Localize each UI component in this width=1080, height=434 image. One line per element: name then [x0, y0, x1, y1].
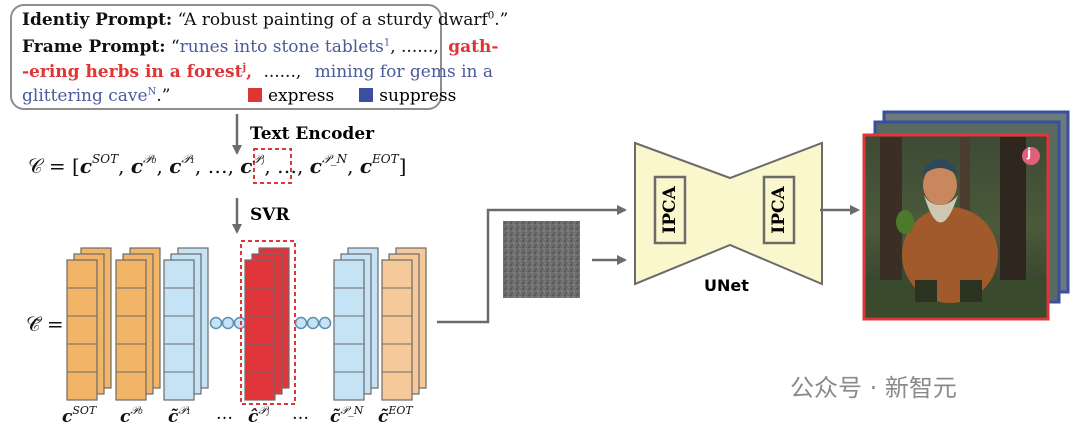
frame-badge-label: j — [1027, 146, 1032, 160]
c-tilde-lhs: 𝒞̃ = — [26, 312, 64, 336]
frame-sep-2: ......, — [263, 62, 302, 82]
label-p0: c𝒫₀ — [120, 404, 143, 427]
stack-p1 — [163, 247, 209, 401]
output-frames — [862, 110, 1070, 321]
frame-sep-1: , ......, — [390, 37, 439, 57]
frame-sup-1: 1 — [383, 37, 391, 49]
frame-end: .” — [156, 86, 171, 106]
suppress-swatch — [359, 88, 374, 102]
express-swatch — [248, 88, 262, 102]
token-p0-sup: 𝒫₀ — [143, 152, 157, 166]
label-p1: c̃𝒫₁ — [168, 404, 191, 427]
label-pn: c̃𝒫_N — [330, 404, 364, 427]
label-pj-sup: 𝒫ⱼ — [258, 404, 270, 417]
label-sot: cSOT — [62, 404, 97, 427]
token-sot-sup: SOT — [92, 152, 119, 166]
dwarf-beard — [924, 195, 958, 223]
frame-quote-open: “ — [170, 37, 180, 57]
frame-part-3: glittering cave — [22, 86, 148, 106]
suppress-label: suppress — [379, 86, 457, 106]
svr-label: SVR — [250, 205, 290, 225]
identity-label: Identiy Prompt: — [22, 10, 173, 30]
frame-sup-N: N — [147, 86, 157, 98]
frame-prompt-line-1: Frame Prompt: “runes into stone tablets1… — [22, 37, 498, 57]
watermark: 公众号 · 新智元 — [790, 374, 957, 402]
dwarf-body — [902, 207, 998, 303]
text-encoder-label: Text Encoder — [250, 124, 375, 144]
frame-prompt-line-2: -ering herbs in a forestj, ......, minin… — [22, 62, 493, 82]
label-pj: ĉ𝒫ⱼ — [248, 404, 270, 427]
ipca-left-label: IPCA — [660, 186, 680, 234]
noise-latent — [503, 221, 580, 298]
stack-eot — [381, 247, 427, 401]
token-pn-sup: 𝒫_N — [321, 152, 348, 166]
ipca-right-label: IPCA — [769, 186, 789, 234]
prompt-box — [10, 4, 442, 110]
dots-2: … — [277, 154, 298, 178]
unet-label: UNet — [704, 276, 749, 295]
label-dots-1: … — [216, 404, 233, 424]
dots-1: … — [207, 154, 228, 178]
stack-sot — [66, 247, 112, 401]
token-pj-sup: 𝒫ⱼ — [252, 152, 265, 166]
label-p0-sup: 𝒫₀ — [130, 404, 143, 417]
express-label: express — [268, 86, 335, 106]
ellipsis-dots-right — [294, 316, 332, 330]
identity-text: “A robust painting of a sturdy dwarf — [177, 10, 488, 30]
ipca-left-box — [653, 175, 687, 245]
token-p1-sup: 𝒫₁ — [181, 152, 195, 166]
embedding-equation: 𝒞 = [cSOT, c𝒫₀, c𝒫₁, …, c𝒫ⱼ, …, c𝒫_N, cE… — [28, 152, 407, 178]
frame-red-2: -ering herbs in a forest — [22, 62, 243, 82]
dwarf-face — [923, 165, 957, 205]
frame-prompt-line-3: glittering caveN.” — [22, 86, 170, 106]
legend: express suppress — [248, 86, 456, 106]
c-lhs: 𝒞 = [ — [28, 154, 80, 178]
identity-prompt-line: Identiy Prompt: “A robust painting of a … — [22, 10, 508, 30]
label-pn-sup: 𝒫_N — [340, 404, 364, 417]
frame-label: Frame Prompt: — [22, 37, 166, 57]
ipca-right-box — [762, 175, 796, 245]
label-dots-2: … — [292, 404, 309, 424]
frame-red-1: gath- — [448, 37, 499, 57]
identity-sup: 0 — [487, 10, 495, 22]
embedding-to-unet-arrow — [437, 205, 627, 324]
stack-pn — [333, 247, 379, 401]
stack-pj — [240, 240, 296, 405]
stack-p0 — [115, 247, 161, 401]
frame-part-2: mining for gems in a — [314, 62, 494, 82]
label-p1-sup: 𝒫₁ — [178, 404, 191, 417]
label-eot: c̃EOT — [378, 404, 413, 427]
frame-badge — [1022, 147, 1040, 165]
frame-part-1: runes into stone tablets — [179, 37, 384, 57]
label-eot-sup: EOT — [388, 404, 413, 417]
identity-end: .” — [494, 10, 509, 30]
label-sot-sup: SOT — [72, 404, 97, 417]
frame-sup-j: j — [242, 62, 247, 74]
frame-red-comma: , — [246, 62, 253, 82]
token-eot-sup: EOT — [372, 152, 399, 166]
